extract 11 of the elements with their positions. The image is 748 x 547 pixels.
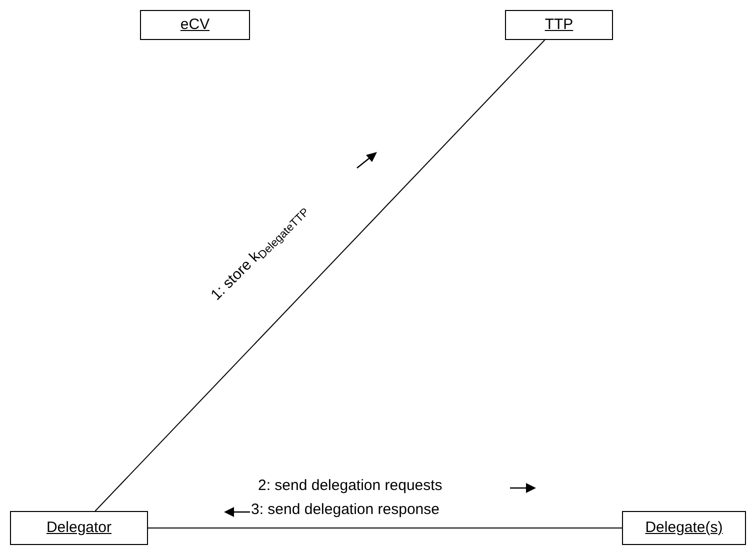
object-name: Delegator: [46, 518, 112, 538]
object-box: [622, 511, 746, 545]
object-name: TTP: [544, 14, 574, 35]
object-box: [505, 10, 613, 40]
object-name: eCV: [180, 14, 210, 35]
object-name: Delegate(s): [645, 518, 723, 538]
object-box: [140, 10, 250, 40]
message-label: 3: send delegation response: [251, 502, 440, 517]
message-label: 2: send delegation requests: [258, 478, 442, 493]
object-box: [10, 511, 148, 545]
association-line: [94, 40, 546, 512]
